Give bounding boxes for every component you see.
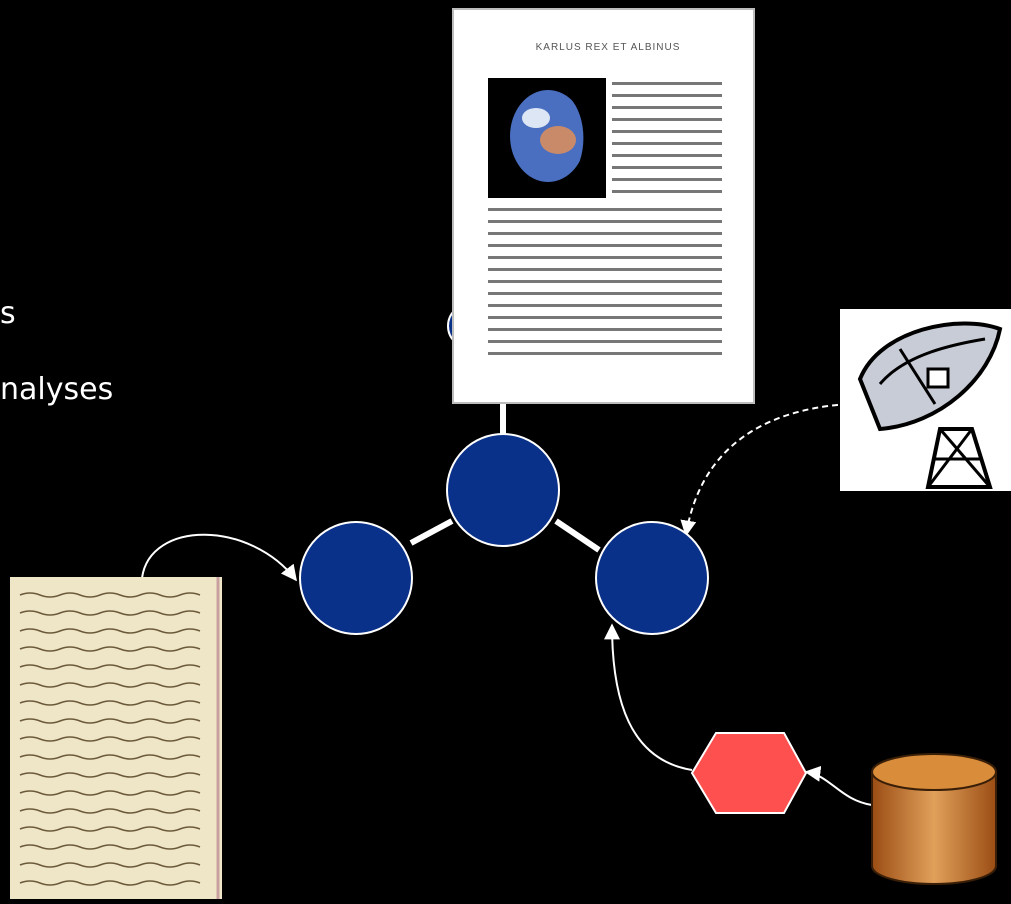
arrow-letter-to-left-node — [141, 533, 297, 582]
database-cylinder-icon — [871, 753, 997, 885]
edge-top-right — [554, 518, 601, 553]
arrow-hexagon-to-right-node — [604, 623, 693, 771]
partial-text-line-2: nalyses — [0, 372, 114, 407]
earth-photo-icon — [488, 78, 606, 198]
handwritten-letter-icon — [10, 577, 222, 899]
newspaper-page-icon: KARLUS REX ET ALBINUS — [452, 8, 755, 404]
edge-top-left — [409, 518, 454, 546]
satellite-dish-icon — [840, 309, 1011, 491]
node-left — [299, 521, 413, 635]
node-top — [446, 433, 560, 547]
arrow-db-to-hexagon — [804, 765, 873, 806]
arrow-dish-to-right-node — [680, 403, 849, 537]
hexagon-process-icon — [690, 732, 808, 814]
document-title: KARLUS REX ET ALBINUS — [535, 42, 681, 53]
partial-text-line-1: s — [0, 296, 16, 331]
node-right — [595, 521, 709, 635]
